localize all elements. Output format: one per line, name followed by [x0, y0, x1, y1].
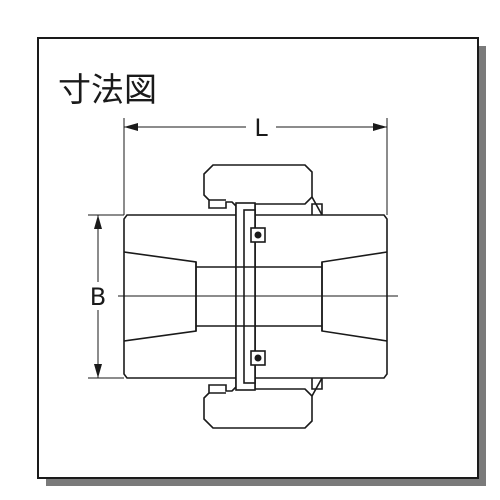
height-arrow-top: [94, 215, 102, 229]
pipe-union-drawing: [118, 164, 398, 429]
right-shoulder-bottom: [311, 377, 323, 397]
right-shoulder-top: [311, 196, 323, 216]
length-label: L: [254, 114, 268, 142]
top-o-ring-dot: [254, 231, 262, 239]
bottom-o-ring-dot: [254, 354, 262, 362]
height-dimension: B: [88, 214, 124, 379]
height-label: B: [90, 283, 106, 311]
length-arrow-left: [124, 123, 138, 131]
height-arrow-bottom: [94, 364, 102, 378]
diagram-title: 寸法図: [58, 70, 157, 109]
length-dimension: L: [123, 114, 388, 215]
length-arrow-right: [373, 123, 387, 131]
